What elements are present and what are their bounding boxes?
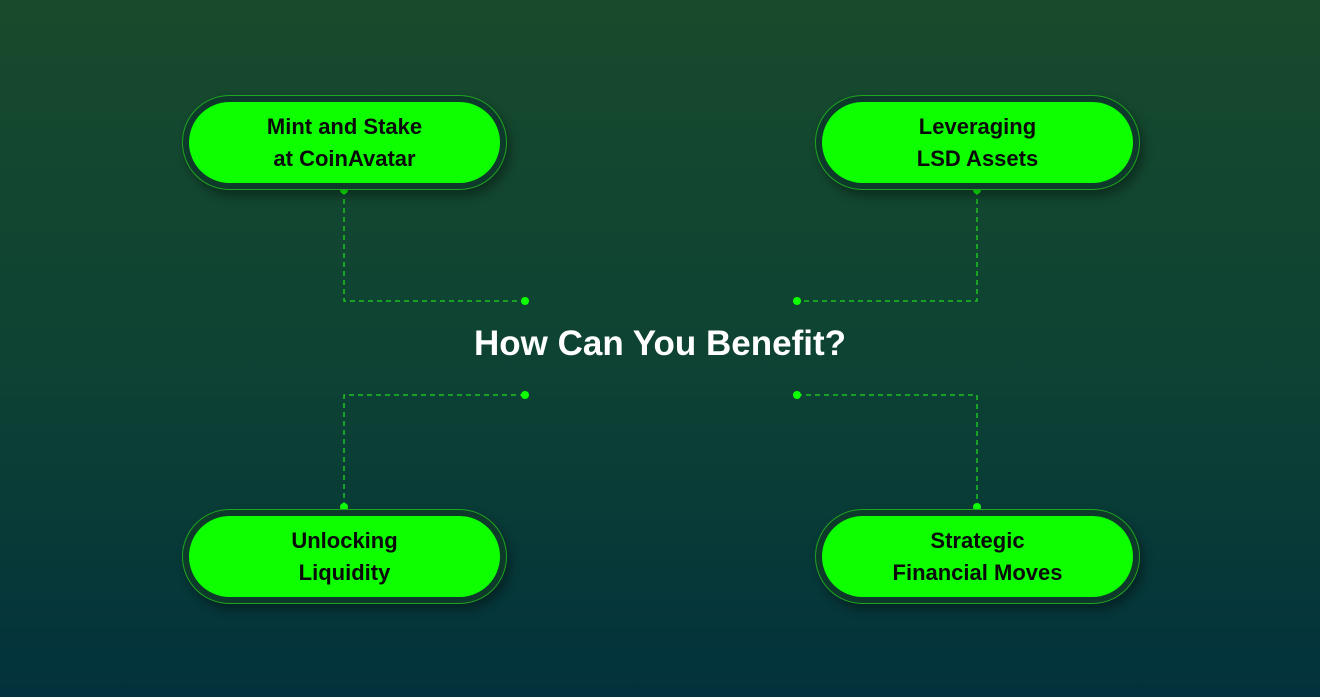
connector-top-left <box>343 190 525 302</box>
node-label: Strategic Financial Moves <box>822 516 1133 597</box>
node-label: Leveraging LSD Assets <box>822 102 1133 183</box>
node-leveraging-lsd: Leveraging LSD Assets <box>815 95 1140 190</box>
connector-bottom-left <box>343 394 525 507</box>
node-label: Mint and Stake at CoinAvatar <box>189 102 500 183</box>
connector-dot <box>521 391 529 399</box>
node-label: Unlocking Liquidity <box>189 516 500 597</box>
connector-top-right <box>797 190 978 302</box>
node-unlocking-liquidity: Unlocking Liquidity <box>182 509 507 604</box>
node-mint-and-stake: Mint and Stake at CoinAvatar <box>182 95 507 190</box>
connector-dot <box>793 297 801 305</box>
connector-dot <box>793 391 801 399</box>
connector-bottom-right <box>797 394 978 507</box>
connector-dot <box>521 297 529 305</box>
node-strategic-moves: Strategic Financial Moves <box>815 509 1140 604</box>
diagram-title: How Can You Benefit? <box>473 324 847 363</box>
